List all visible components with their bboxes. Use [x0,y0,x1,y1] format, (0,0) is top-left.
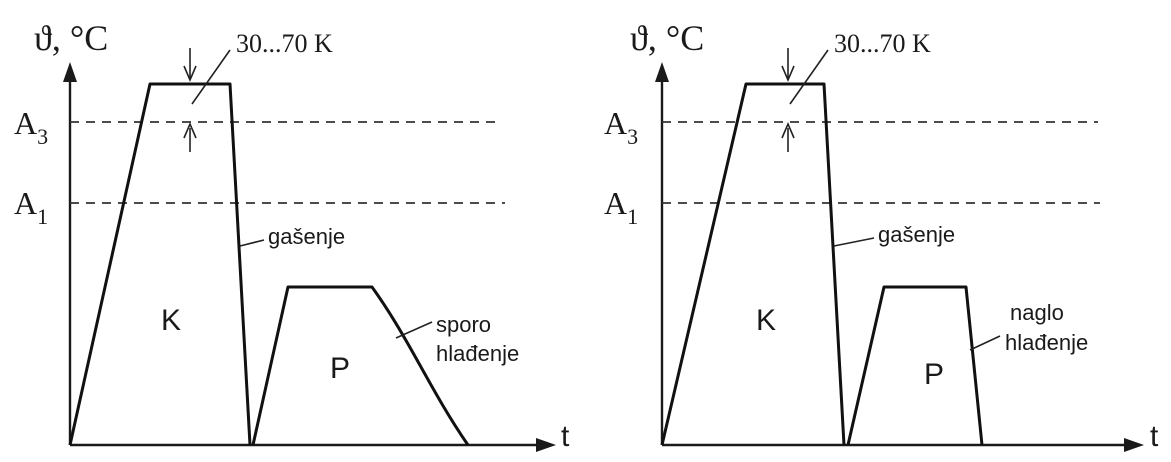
cooling-leader-line [969,335,1001,351]
a1-level-label: A1 [604,185,638,229]
x-axis-label: t [561,420,570,453]
x-axis-arrow [1124,438,1144,452]
gap-leader-line [191,49,231,105]
quench-leader-line [833,237,875,247]
gap-leader-line [789,49,829,105]
quench-label: gašenje [268,224,345,249]
cooling-label-line2: hlađenje [436,341,519,366]
cooling-leader-line [395,321,433,339]
diagram-slow-cooling: ϑ, °C t A3 A1 30...70 K gašenje K P spor… [14,18,570,453]
a3-level-label: A3 [14,105,48,149]
a1-level-label: A1 [14,185,48,229]
diagram-rapid-cooling: ϑ, °C t A3 A1 30...70 K gašenje K P nagl… [604,18,1159,453]
region-hardening-label: K [161,304,181,337]
x-axis-label: t [1150,420,1159,453]
gap-arrow-top-head [183,65,197,83]
tempering-curve-rapid [846,285,984,446]
gap-arrow-bottom-head [183,121,197,139]
gap-label: 30...70 K [236,29,333,58]
quench-leader-line [239,239,265,247]
y-axis-arrow [63,62,77,82]
y-axis-label: ϑ, °C [34,18,108,58]
gap-label: 30...70 K [834,29,931,58]
x-axis-arrow [536,438,556,452]
cooling-label-line1: sporo [436,312,491,337]
tempering-curve-slow [251,285,470,446]
gap-arrow-top-head [781,65,795,83]
quench-label: gašenje [878,222,955,247]
region-tempering-label: P [330,352,350,385]
a3-level-label: A3 [604,105,638,149]
region-hardening-label: K [756,304,776,337]
hardening-curve [660,82,846,446]
gap-arrow-bottom-head [781,121,795,139]
cooling-label-line2: hlađenje [1005,330,1088,355]
y-axis-arrow [655,62,669,82]
hardening-curve [68,82,252,446]
region-tempering-label: P [924,358,944,391]
cooling-label-line1: naglo [1010,300,1064,325]
y-axis-label: ϑ, °C [630,18,704,58]
